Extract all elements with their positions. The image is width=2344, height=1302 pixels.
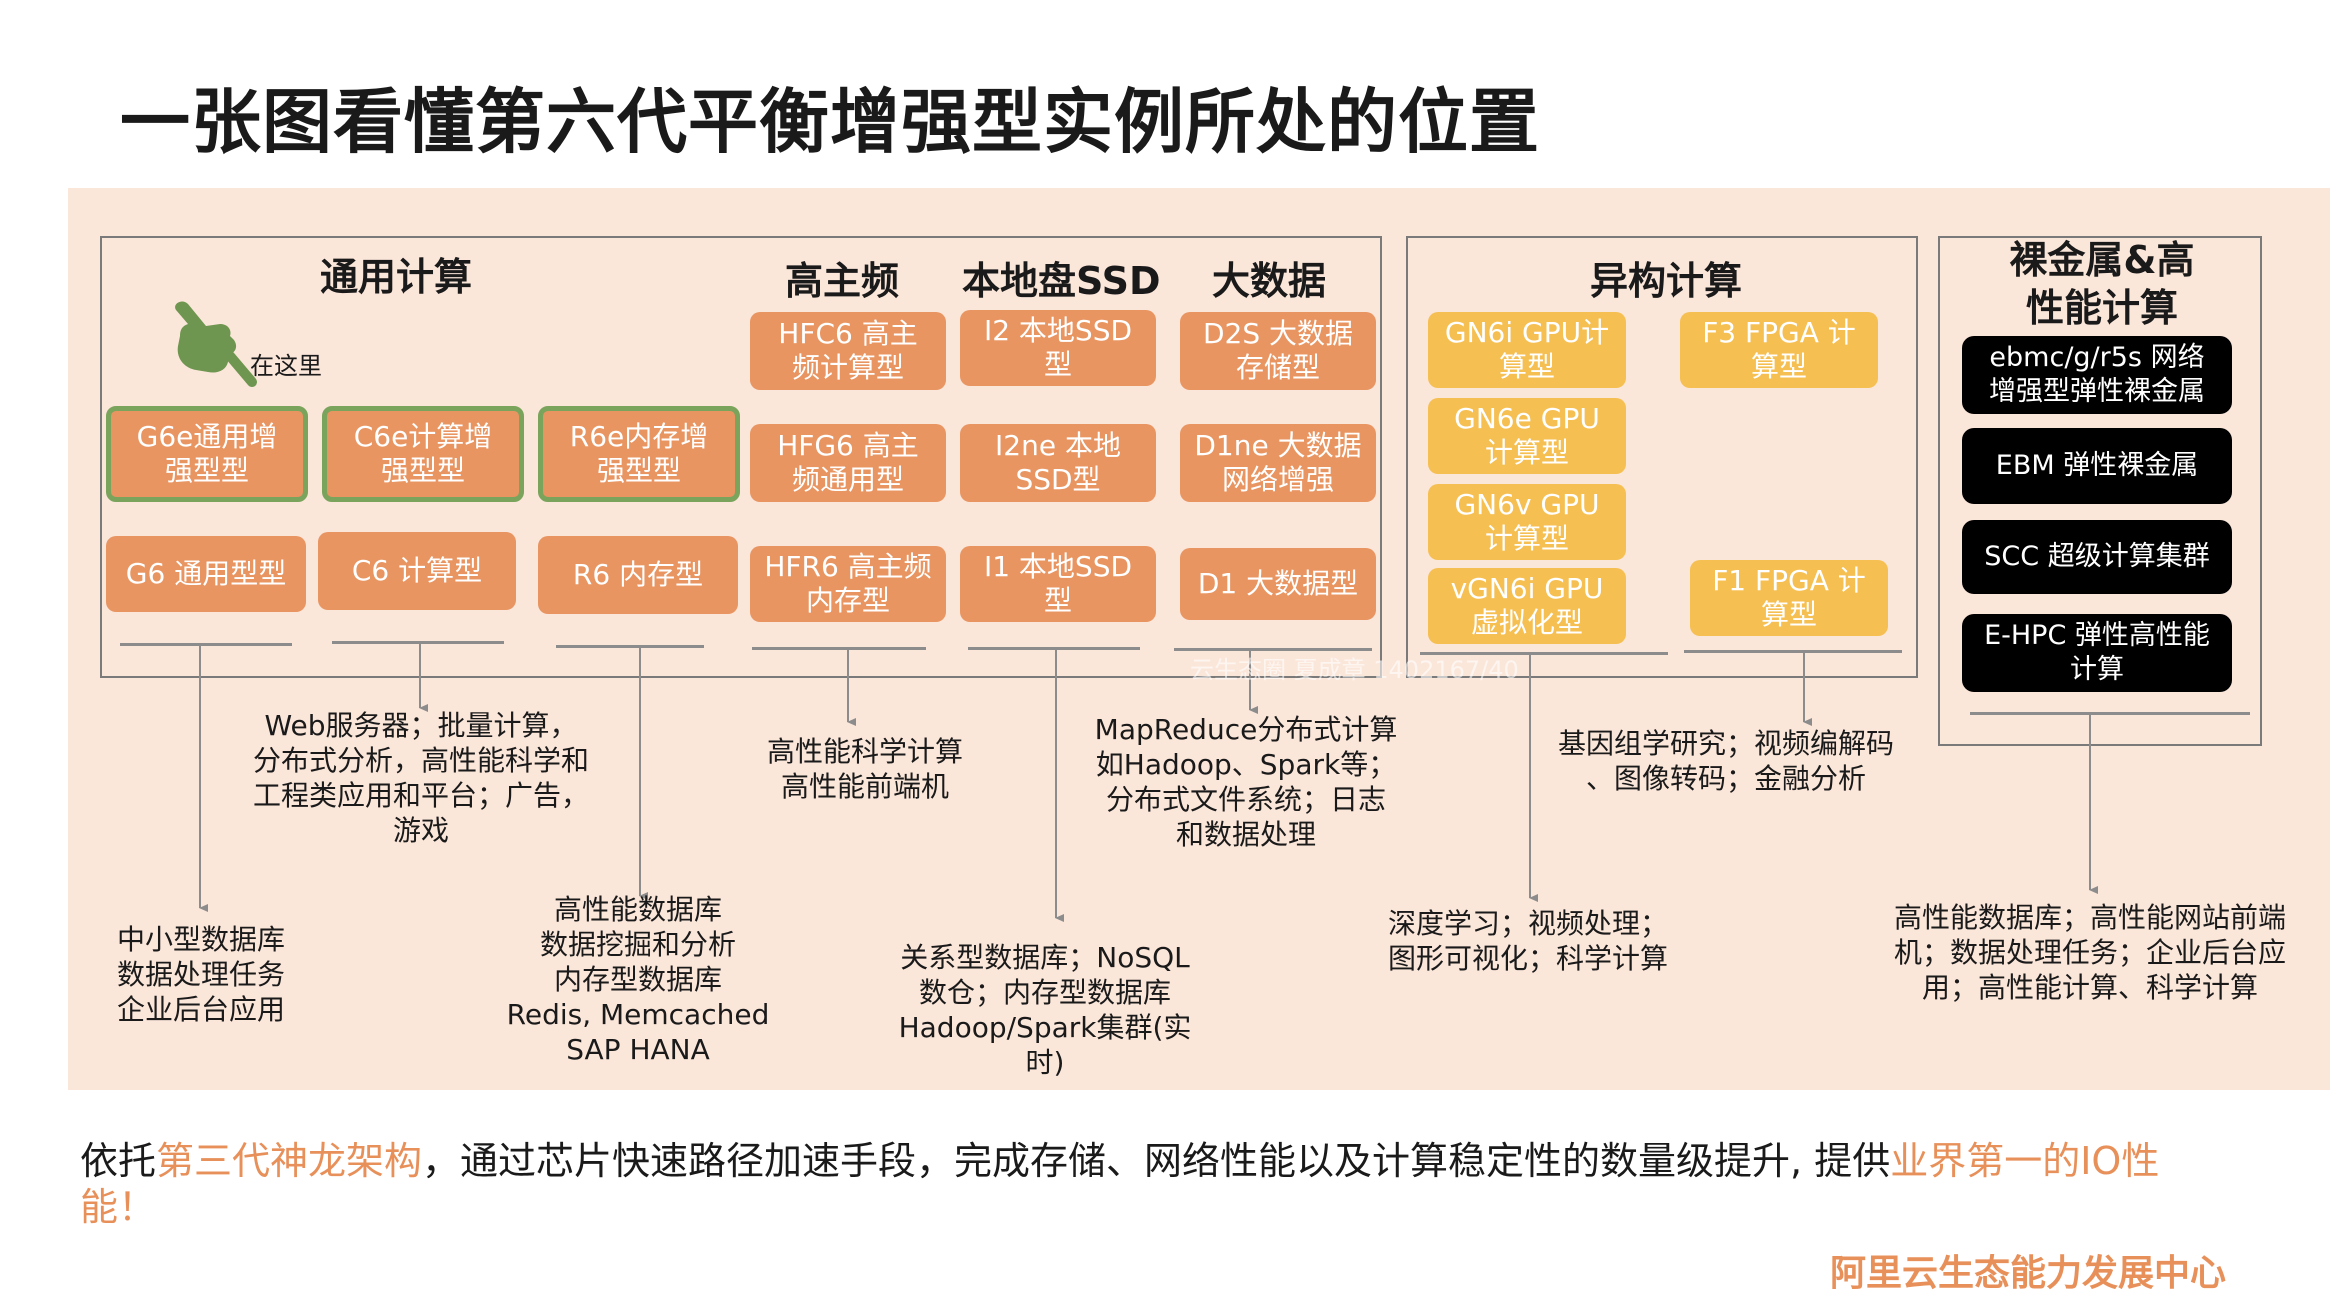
note-bare-metal: 高性能数据库；高性能网站前端 机；数据处理任务；企业后台应 用；高性能计算、科学… bbox=[1893, 901, 2286, 1004]
instance-i1-label: I1 本地SSD 型 bbox=[983, 550, 1133, 617]
note-high-freq: 高性能科学计算 高性能前端机 bbox=[766, 735, 963, 803]
instance-gn6i[interactable]: GN6i GPU计 算型 bbox=[1428, 312, 1626, 388]
instance-i2[interactable]: I2 本地SSD 型 bbox=[960, 310, 1156, 386]
frame-cloud-compute bbox=[100, 236, 1382, 678]
instance-ebmc-label: ebmc/g/r5s 网络 增强型弹性裸金属 bbox=[1989, 342, 2205, 407]
instance-c6e-label: C6e计算增 强型型 bbox=[353, 420, 493, 487]
frame-bare-metal bbox=[1938, 236, 2262, 746]
instance-gn6e-label: GN6e GPU 计算型 bbox=[1454, 402, 1600, 469]
column-underline bbox=[1970, 712, 2250, 715]
instance-d2s[interactable]: D2S 大数据 存储型 bbox=[1180, 312, 1376, 390]
footer-organization: 阿里云生态能力发展中心 bbox=[1830, 1253, 2227, 1294]
note-big-data: MapReduce分布式计算 如Hadoop、Spark等； 分布式文件系统；日… bbox=[1094, 713, 1398, 851]
instance-i2ne[interactable]: I2ne 本地 SSD型 bbox=[960, 424, 1156, 502]
instance-f3[interactable]: F3 FPGA 计 算型 bbox=[1680, 312, 1878, 388]
caption-part1: 依托 bbox=[80, 1139, 157, 1183]
header-big-data: 大数据 bbox=[1212, 259, 1327, 303]
pointing-hand-icon bbox=[175, 301, 257, 387]
instance-hfg6-label: HFG6 高主 频通用型 bbox=[777, 429, 919, 496]
column-underline bbox=[752, 647, 926, 650]
instance-gn6i-label: GN6i GPU计 算型 bbox=[1444, 316, 1610, 383]
instance-f3-label: F3 FPGA 计 算型 bbox=[1702, 316, 1856, 383]
instance-gn6v-label: GN6v GPU 计算型 bbox=[1454, 488, 1600, 555]
caption-highlight-architecture: 第三代神龙架构 bbox=[156, 1139, 423, 1183]
note-gpu: 深度学习；视频处理； 图形可视化；科学计算 bbox=[1388, 907, 1669, 975]
header-general-compute: 通用计算 bbox=[320, 255, 473, 299]
instance-scc[interactable]: SCC 超级计算集群 bbox=[1962, 520, 2232, 594]
instance-r6-label: R6 内存型 bbox=[572, 558, 704, 591]
instance-ebm-label: EBM 弹性裸金属 bbox=[1995, 450, 2199, 481]
instance-r6[interactable]: R6 内存型 bbox=[538, 536, 738, 614]
instance-g6e-label: G6e通用增 强型型 bbox=[136, 420, 278, 487]
instance-i1[interactable]: I1 本地SSD 型 bbox=[960, 546, 1156, 622]
note-local-ssd: 关系型数据库；NoSQL 数仓；内存型数据库 Hadoop/Spark集群(实 … bbox=[898, 941, 1192, 1079]
instance-d1-label: D1 大数据型 bbox=[1197, 567, 1359, 600]
note-memory-db: 高性能数据库 数据挖掘和分析 内存型数据库 Redis, Memcached S… bbox=[506, 893, 770, 1066]
instance-i2-label: I2 本地SSD 型 bbox=[983, 314, 1133, 381]
instance-r6e[interactable]: R6e内存增 强型型 bbox=[538, 406, 740, 502]
frame-hetero-compute bbox=[1406, 236, 1918, 678]
column-underline bbox=[120, 643, 292, 646]
pointer-label: 在这里 bbox=[250, 352, 322, 380]
column-underline bbox=[1684, 650, 1902, 653]
instance-gn6e[interactable]: GN6e GPU 计算型 bbox=[1428, 398, 1626, 474]
instance-d1ne-label: D1ne 大数据 网络增强 bbox=[1194, 429, 1362, 496]
column-underline bbox=[332, 641, 504, 644]
instance-vgn6i-label: vGN6i GPU 虚拟化型 bbox=[1450, 572, 1604, 639]
caption-highlight-io: 业界第一的IO性能！ bbox=[80, 1139, 2160, 1229]
instance-ehpc[interactable]: E-HPC 弹性高性能 计算 bbox=[1962, 614, 2232, 692]
column-underline bbox=[968, 647, 1140, 650]
column-underline bbox=[556, 645, 704, 648]
instance-ebm[interactable]: EBM 弹性裸金属 bbox=[1962, 428, 2232, 504]
instance-hfr6-label: HFR6 高主频 内存型 bbox=[764, 550, 932, 617]
instance-g6-label: G6 通用型型 bbox=[125, 557, 287, 590]
column-underline bbox=[1174, 648, 1372, 651]
instance-hfr6[interactable]: HFR6 高主频 内存型 bbox=[750, 546, 946, 622]
header-heterogeneous: 异构计算 bbox=[1590, 259, 1743, 303]
instance-g6e[interactable]: G6e通用增 强型型 bbox=[106, 406, 308, 502]
instance-d1ne[interactable]: D1ne 大数据 网络增强 bbox=[1180, 424, 1376, 502]
caption-part2: ，通过芯片快速路径加速手段，完成存储、网络性能以及计算稳定性的数量级提升, 提供 bbox=[422, 1139, 1891, 1183]
instance-vgn6i[interactable]: vGN6i GPU 虚拟化型 bbox=[1428, 568, 1626, 644]
instance-ebmc[interactable]: ebmc/g/r5s 网络 增强型弹性裸金属 bbox=[1962, 336, 2232, 414]
instance-d1[interactable]: D1 大数据型 bbox=[1180, 548, 1376, 620]
instance-f1[interactable]: F1 FPGA 计 算型 bbox=[1690, 560, 1888, 636]
instance-scc-label: SCC 超级计算集群 bbox=[1984, 541, 2210, 572]
header-high-frequency: 高主频 bbox=[785, 259, 900, 303]
watermark: 云生态圈 夏成章 1402167/40 bbox=[1190, 656, 1519, 684]
instance-c6[interactable]: C6 计算型 bbox=[318, 532, 516, 610]
note-compute-web: Web服务器；批量计算， 分布式分析，高性能科学和 工程类应用和平台；广告， 游… bbox=[252, 709, 589, 847]
header-bare-metal: 裸金属&高 性能计算 bbox=[2009, 238, 2195, 330]
instance-f1-label: F1 FPGA 计 算型 bbox=[1712, 564, 1866, 631]
instance-g6[interactable]: G6 通用型型 bbox=[106, 536, 306, 612]
instance-hfc6-label: HFC6 高主 频计算型 bbox=[778, 317, 918, 384]
header-local-ssd: 本地盘SSD bbox=[962, 259, 1161, 303]
instance-hfg6[interactable]: HFG6 高主 频通用型 bbox=[750, 424, 946, 502]
instance-c6e[interactable]: C6e计算增 强型型 bbox=[322, 406, 524, 502]
page-title: 一张图看懂第六代平衡增强型实例所处的位置 bbox=[120, 81, 1540, 163]
caption: 依托第三代神龙架构，通过芯片快速路径加速手段，完成存储、网络性能以及计算稳定性的… bbox=[80, 1138, 2230, 1230]
instance-ehpc-label: E-HPC 弹性高性能 计算 bbox=[1984, 620, 2210, 685]
instance-i2ne-label: I2ne 本地 SSD型 bbox=[995, 429, 1121, 496]
instance-gn6v[interactable]: GN6v GPU 计算型 bbox=[1428, 484, 1626, 560]
column-underline bbox=[1420, 652, 1668, 655]
note-fpga: 基因组学研究；视频编解码 、图像转码；金融分析 bbox=[1557, 727, 1894, 795]
note-general-small: 中小型数据库 数据处理任务 企业后台应用 bbox=[116, 923, 285, 1026]
instance-hfc6[interactable]: HFC6 高主 频计算型 bbox=[750, 312, 946, 390]
instance-c6-label: C6 计算型 bbox=[351, 554, 483, 587]
instance-d2s-label: D2S 大数据 存储型 bbox=[1202, 317, 1354, 384]
instance-r6e-label: R6e内存增 强型型 bbox=[569, 420, 709, 487]
